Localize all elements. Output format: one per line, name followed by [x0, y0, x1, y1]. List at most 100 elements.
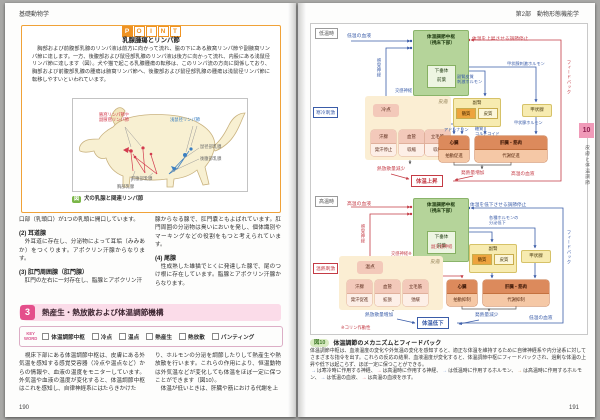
cold-sweat-gland-box: 汗腺発汗停止: [371, 130, 396, 156]
paragraph: 腺からなる腺で、肛門嚢ともよばれています。肛門周囲の分泌物は臭いにおいを発し、個…: [155, 217, 281, 248]
thermoreg-center-label: 体温調節中枢（視床下部）: [426, 34, 456, 46]
running-head-right: 第2部 動物形態機能学: [515, 12, 579, 18]
cold-center-box: 体温調節中枢（視床下部） 下垂体前葉: [413, 30, 469, 96]
dog-illustration: [78, 107, 246, 188]
text-column-1: 口部（乳頭口）が1つの乳頭に開口しています。 (2) 耳道腺 外耳道に存在し、分…: [19, 216, 145, 285]
cold-stop-label: 体温を上昇させる調節停止: [472, 36, 529, 41]
legend-arrow-hot-hormone: [516, 369, 523, 374]
dog-figure: 腋窩リンパ節や 副腋窩リンパ節 浅鼠径リンパ節 鼠径部乳腺 後腹部乳腺 前腹部乳…: [72, 98, 248, 192]
paragraph: 外耳道に存在し、分泌物によって耳垢（みみあか）をつくります。アポクリン汗腺からな…: [19, 239, 145, 262]
hot-sympathetic-label: 交感神経※: [391, 251, 412, 256]
keyword-item: 温点: [119, 333, 139, 341]
keyword-item: 体温調節中枢: [42, 333, 85, 341]
checkbox-icon: [211, 333, 219, 340]
legend-arrow-cold-blood: [320, 376, 327, 381]
legend-arrow-cold-hormone: [441, 369, 448, 374]
gutter-shadow: [288, 3, 296, 417]
point-body: 胸部および前腹部乳腺のリンパ液は前方に向かって流れ、脇の下にある腋窩リンパ節や副…: [32, 46, 270, 83]
point-letter: I: [145, 26, 157, 37]
paragraph: 肛門の左右に一対存在し、脂腺とアポクリン汗: [19, 278, 143, 285]
cold-sympathetic-label: 交感神経: [395, 88, 413, 93]
cold-panel-label: 低温時: [315, 28, 339, 39]
pituitary-box: 下垂体前葉: [427, 65, 456, 88]
point-letter: T: [169, 26, 181, 37]
legend-arrow-cold-nerve: [310, 369, 317, 374]
section-number: 3: [20, 305, 35, 320]
cold-vessel-box: 血管収縮: [399, 130, 424, 156]
heading-tail-gland: (4) 尾腺: [155, 256, 177, 263]
dog-figure-caption: 図犬の乳腺と関連リンパ節: [72, 196, 144, 203]
pituitary-box: 下垂体前葉: [427, 231, 456, 254]
hot-thyroid-box: 甲状腺: [521, 250, 551, 263]
hot-blood-in-label: 高温の血液: [347, 202, 371, 207]
cold-result-box: 体温上昇: [411, 175, 443, 187]
hormone-decrease-label: 各種ホルモンの分泌低下: [489, 215, 519, 226]
paragraph: 口部（乳頭口）が1つの乳頭に開口しています。: [19, 217, 139, 223]
body-column-2: り、ホルモンの分泌を調節したりして熱産生や熱放散を行います。これらの作用により、…: [155, 352, 281, 393]
point-letter: N: [157, 26, 169, 37]
glucocorticoid-label: 糖質コルチコイド: [475, 126, 500, 136]
checkbox-icon: [91, 333, 99, 340]
cold-stimulus-box: 寒冷刺激: [313, 107, 339, 118]
cold-thyroid-box: 甲状腺: [522, 104, 552, 117]
hot-result-box: 体温低下: [417, 317, 449, 329]
checkbox-icon: [119, 333, 127, 340]
hot-adrenal-box: 副腎 髄質 皮質: [469, 244, 517, 273]
point-letter: P: [121, 26, 133, 37]
point-letter: O: [133, 26, 145, 37]
thoracic-gland-label: 胸部乳腺: [117, 184, 135, 189]
heading-perianal-gland: (3) 肛門周囲腺（肛門腺）: [19, 270, 89, 277]
cholinergic-footnote: ※コリン作動性: [341, 325, 371, 330]
cold-production-label: 発熱量増加: [461, 170, 485, 175]
legend-arrow-hot-nerve: [376, 369, 383, 374]
paragraph: 体温が低いときは、肝臓や筋における代謝を上: [155, 386, 279, 393]
thermoreg-center-label: 体温調節中枢（視床下部）: [426, 202, 456, 214]
hot-panel-label: 高温時: [315, 196, 339, 207]
keyword-item: 熱産生: [146, 333, 172, 341]
section-3-banner: 3 熱産生・熱放散および体温調節機構: [19, 304, 281, 321]
hot-stimulus-box: 温熱刺激: [313, 263, 339, 274]
superficial-inguinal-node-label: 浅鼠径リンパ節: [170, 117, 201, 122]
page-number-right: 191: [568, 405, 579, 411]
hot-blood-out-label: 低温の血液: [529, 315, 553, 320]
adrenaline-label: アドレナリン: [444, 127, 469, 132]
hot-parasympathetic-label: 副交感神経: [431, 244, 453, 249]
figure-badge: 図: [72, 196, 82, 203]
page-number-left: 190: [19, 405, 30, 411]
hot-dissipation-label: 熱放散量増加: [365, 312, 394, 317]
caudal-abdominal-gland-label: 後腹部乳腺: [200, 156, 222, 161]
hot-production-label: 発熱量減少: [475, 312, 499, 317]
hot-liver-muscle-box: 肝臓・筋肉代謝抑制: [483, 280, 549, 306]
checkbox-icon: [146, 333, 154, 340]
hot-sweat-gland-box: 汗腺発汗促進: [347, 280, 372, 306]
checkbox-icon: [42, 333, 50, 340]
hot-sensory-nerve-label: 感覚神経: [361, 224, 366, 244]
cold-dissipation-label: 熱放散量減少: [377, 166, 406, 171]
hot-stop-label: 体温を低下させる調節停止: [470, 202, 527, 207]
acth-label: 副腎皮質刺激ホルモン: [457, 74, 483, 85]
inguinal-gland-label: 鼠径部乳腺: [200, 144, 222, 149]
figure10-title: 体温調節のメカニズムとフィードバック: [333, 341, 442, 347]
medulla-cell: 髄質: [472, 254, 492, 265]
cold-adrenal-box: 副腎 髄質 皮質: [453, 98, 501, 127]
cold-point-box: 冷点: [373, 104, 399, 117]
keyword-item: 冷点: [91, 333, 112, 341]
cold-blood-in-label: 低温の血液: [347, 34, 371, 39]
cold-blood-out-label: 高温の血液: [511, 171, 535, 176]
paragraph: 性成熟した雄猫でとくに発達した腺で、尾のつけ根に存在しています。脂腺とアポクリン…: [155, 264, 281, 287]
text-column-2: 腺からなる腺で、肛門嚢ともよばれています。肛門周囲の分泌物は臭いにおいを発し、個…: [155, 216, 281, 288]
body-column-1: 視床下部にある体温調節中枢は、皮膚にある外気温を感知する感覚受容器（冷点や温点な…: [19, 353, 145, 393]
axillary-node-label: 腋窩リンパ節や 副腋窩リンパ節: [99, 112, 130, 123]
cortex-cell: 皮質: [478, 108, 498, 119]
chapter-tab-number: 10: [579, 123, 594, 138]
cold-liver-muscle-box: 肝臓・筋肉代謝促進: [475, 136, 547, 162]
hot-vessel-box: 血管拡張: [375, 280, 400, 306]
cold-heart-box: 心臓拍動促進: [439, 136, 469, 162]
hot-center-box: 体温調節中枢（視床下部） 下垂体前葉: [413, 198, 469, 262]
cortex-cell: 皮質: [494, 254, 514, 265]
cranial-abdominal-gland-label: 前腹部乳腺: [131, 176, 153, 181]
